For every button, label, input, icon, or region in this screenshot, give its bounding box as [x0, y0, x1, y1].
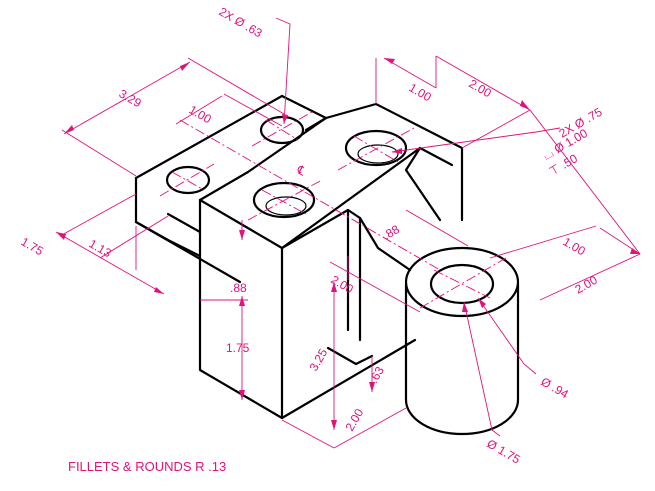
dim-2-00-low: 2.00 [342, 406, 366, 434]
dim-3-25: 3.25 [306, 346, 330, 374]
object-lines [134, 94, 520, 436]
dim-1-75-front: 1.75 [226, 341, 250, 355]
arrowheads [56, 58, 640, 430]
fillets-rounds-note: FILLETS & ROUNDS R .13 [68, 459, 227, 474]
dimension-lines [55, 17, 641, 449]
dim-2x-dia-063: 2X Ø .63 [217, 4, 265, 40]
dim-1-75-left: 1.75 [19, 234, 47, 258]
dim-2-00-mid: 2.00 [329, 272, 357, 296]
center-lines [159, 111, 507, 309]
dim-centerline-symbol: ℄ [294, 162, 309, 179]
dim-2-00-top: 2.00 [467, 76, 495, 100]
dimension-labels: 3.29 1.00 2X Ø .63 1.00 2.00 2X Ø .75 ⌴ … [19, 4, 605, 466]
dim-1-00-top: 1.00 [187, 102, 215, 126]
dim-2-00-side: 2.00 [573, 273, 601, 297]
dim-1-13: 1.13 [87, 236, 115, 260]
dim-dia-094: Ø .94 [539, 374, 572, 401]
dim-3-29: 3.29 [117, 86, 145, 110]
dim-1-00-side: 1.00 [561, 234, 589, 258]
dim-088-front: .88 [230, 281, 247, 295]
dim-088-slot: .88 [381, 222, 403, 243]
dim-dia-175: Ø 1.75 [485, 436, 523, 466]
